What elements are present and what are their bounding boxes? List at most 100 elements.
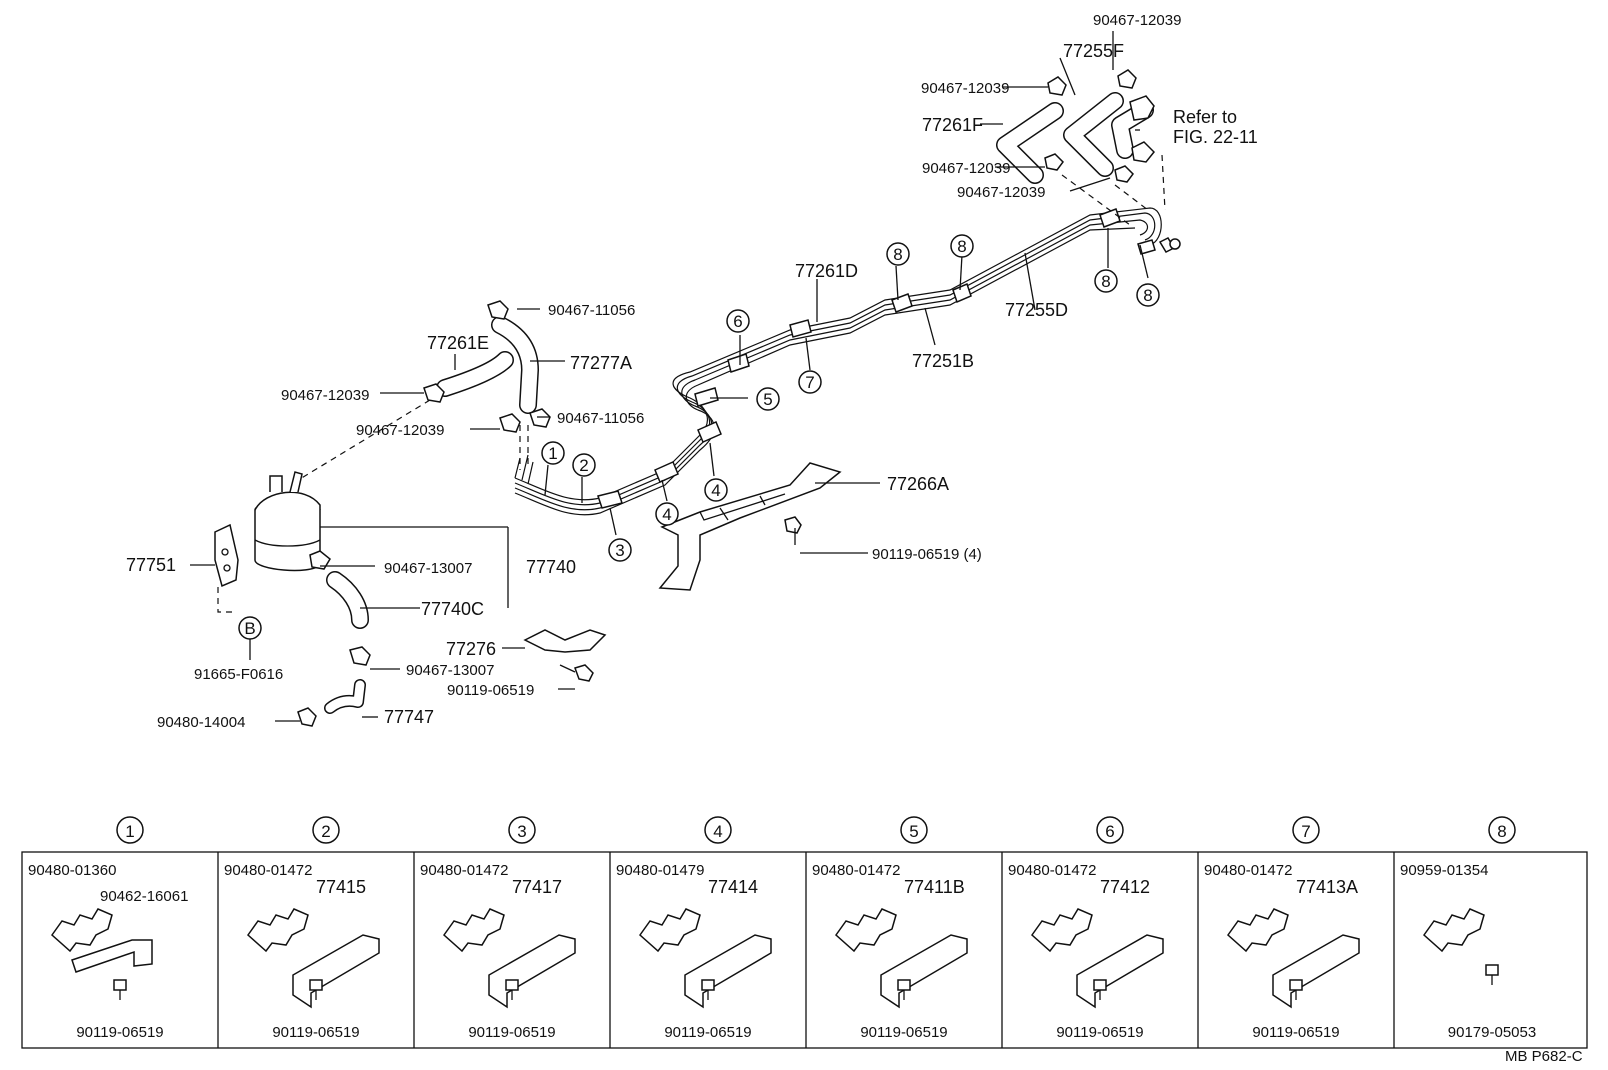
panel-3-clamp-label: 90480-01472 bbox=[420, 862, 508, 879]
label-90467-13007-b: 90467-13007 bbox=[406, 662, 494, 679]
label-90480-14004: 90480-14004 bbox=[157, 714, 245, 731]
panel-2-clamp-label: 90480-01472 bbox=[224, 862, 312, 879]
panel-1-clamp-label: 90480-01360 bbox=[28, 862, 116, 879]
bracket-icon bbox=[292, 934, 380, 1009]
clip-icon bbox=[50, 908, 113, 953]
label-77251B: 77251B bbox=[912, 351, 974, 371]
label-90467-12039-e: 90467-12039 bbox=[281, 387, 369, 404]
callout-2: 2 bbox=[579, 456, 588, 475]
label-77740C: 77740C bbox=[421, 599, 484, 619]
hose-77277A bbox=[491, 316, 539, 414]
panel-number-circle bbox=[508, 816, 536, 844]
callout-5: 5 bbox=[763, 390, 772, 409]
part-labels: 90467-12039 77255F 90467-12039 Refer to … bbox=[126, 12, 1583, 1065]
hose-77261F bbox=[996, 102, 1064, 184]
callout-8b: 8 bbox=[957, 237, 966, 256]
label-77261D: 77261D bbox=[795, 261, 858, 281]
callout-4b: 4 bbox=[711, 481, 720, 500]
pipe-77747 bbox=[297, 679, 366, 727]
bolt-icon bbox=[505, 979, 519, 991]
panel-1-bracket-label: 90462-16061 bbox=[100, 888, 188, 905]
panel-6-bolt-label: 90119-06519 bbox=[1056, 1024, 1143, 1041]
charcoal-canister-77740 bbox=[254, 471, 331, 572]
callout-B: B bbox=[244, 619, 255, 638]
label-fig-22-11: FIG. 22-11 bbox=[1173, 127, 1258, 147]
clip-icon bbox=[1422, 908, 1485, 953]
bolt-icon bbox=[113, 979, 127, 991]
label-77255F: 77255F bbox=[1063, 41, 1124, 61]
panel-2-bolt-label: 90119-06519 bbox=[272, 1024, 359, 1041]
hose-77740C bbox=[326, 571, 369, 629]
panel-number-1: 1 bbox=[125, 822, 134, 841]
label-77740: 77740 bbox=[526, 557, 576, 577]
bolt-icon bbox=[309, 979, 323, 991]
clip-90467-13007-b bbox=[349, 646, 371, 666]
label-refer-to: Refer to bbox=[1173, 107, 1237, 127]
panel-number-circle bbox=[704, 816, 732, 844]
panel-4-bolt-label: 90119-06519 bbox=[664, 1024, 751, 1041]
bracket-icon bbox=[488, 934, 576, 1009]
panel-number-8: 8 bbox=[1497, 822, 1506, 841]
panel-number-circle bbox=[312, 816, 340, 844]
panel-number-circle bbox=[116, 816, 144, 844]
bracket-77276 bbox=[523, 629, 607, 682]
label-77751: 77751 bbox=[126, 555, 176, 575]
label-90467-12039-d: 90467-12039 bbox=[957, 184, 1045, 201]
panel-5-bolt-label: 90119-06519 bbox=[860, 1024, 947, 1041]
clip-icon bbox=[246, 908, 309, 953]
label-77276: 77276 bbox=[446, 639, 496, 659]
label-77255D: 77255D bbox=[1005, 300, 1068, 320]
panel-5-bracket-label: 77411B bbox=[904, 877, 965, 897]
label-90467-12039-c: 90467-12039 bbox=[922, 160, 1010, 177]
bolt-icon bbox=[897, 979, 911, 991]
callout-7: 7 bbox=[805, 373, 814, 392]
hose-77255F bbox=[1063, 92, 1124, 177]
bolt-icon bbox=[1289, 979, 1303, 991]
panel-8-bolt-label: 90179-05053 bbox=[1448, 1024, 1536, 1041]
panel-3-bracket-label: 77417 bbox=[512, 877, 562, 897]
bracket-icon bbox=[1076, 934, 1164, 1009]
panel-number-7: 7 bbox=[1301, 822, 1310, 841]
bracket-77266A bbox=[658, 462, 842, 591]
hose-77261E bbox=[436, 351, 514, 397]
clip-icon bbox=[442, 908, 505, 953]
panel-number-6: 6 bbox=[1105, 822, 1114, 841]
callout-1: 1 bbox=[548, 444, 557, 463]
label-90467-11056-b: 90467-11056 bbox=[557, 410, 644, 427]
hose-clamps-top-right bbox=[1044, 69, 1137, 183]
label-77277A: 77277A bbox=[570, 353, 632, 373]
clip-icon bbox=[834, 908, 897, 953]
bracket-icon bbox=[1272, 934, 1360, 1009]
callout-8c: 8 bbox=[1101, 272, 1110, 291]
label-90119-06519-b: 90119-06519 bbox=[447, 682, 534, 699]
bolt-icon bbox=[701, 979, 715, 991]
clip-icon bbox=[1226, 908, 1289, 953]
panel-number-circle bbox=[1096, 816, 1124, 844]
ref-code: MB P682-C bbox=[1505, 1048, 1583, 1065]
panel-number-4: 4 bbox=[713, 822, 722, 841]
panel-6-clamp-label: 90480-01472 bbox=[1008, 862, 1096, 879]
panel-number-2: 2 bbox=[321, 822, 330, 841]
label-90467-13007-a: 90467-13007 bbox=[384, 560, 472, 577]
panel-8-clamp-label: 90959-01354 bbox=[1400, 862, 1488, 879]
label-77261E: 77261E bbox=[427, 333, 489, 353]
bracket-77751 bbox=[214, 523, 239, 588]
panel-7-bracket-label: 77413A bbox=[1296, 877, 1358, 897]
bolt-icon bbox=[1485, 964, 1499, 976]
panel-4-bracket-label: 77414 bbox=[708, 877, 758, 897]
callout-4a: 4 bbox=[662, 505, 671, 524]
fuel-tube-bundle bbox=[514, 207, 1176, 516]
panel-4-clamp-label: 90480-01479 bbox=[616, 862, 704, 879]
panel-number-circle bbox=[1292, 816, 1320, 844]
panel-2-bracket-label: 77415 bbox=[316, 877, 366, 897]
panel-contents: 1 90480-01360 90462-16061 90119-06519 2 90480… bbox=[28, 816, 1536, 1041]
bracket-icon bbox=[684, 934, 772, 1009]
clip-icon bbox=[638, 908, 701, 953]
callout-6: 6 bbox=[733, 312, 742, 331]
label-90119-06519-4: 90119-06519 (4) bbox=[872, 546, 982, 563]
callout-8a: 8 bbox=[893, 245, 902, 264]
label-77266A: 77266A bbox=[887, 474, 949, 494]
bolt-icon bbox=[1093, 979, 1107, 991]
